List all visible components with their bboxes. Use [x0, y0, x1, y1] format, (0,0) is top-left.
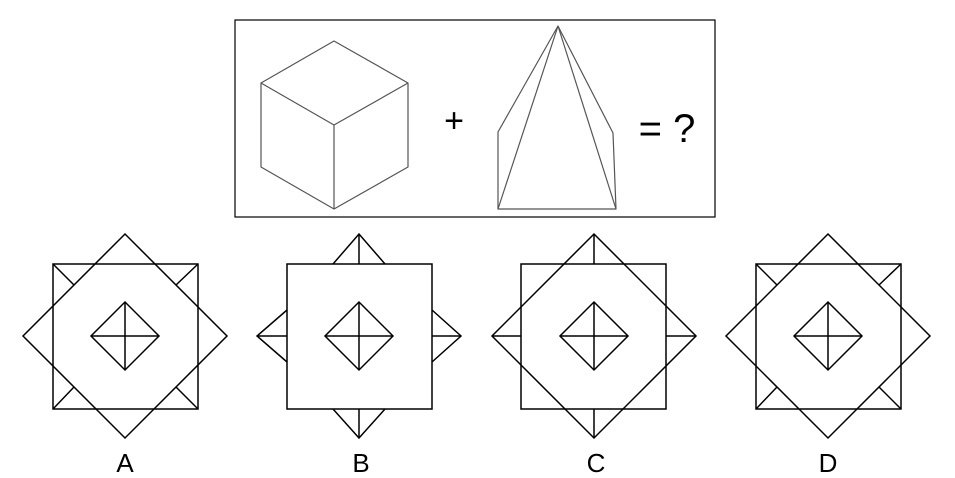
option-a-square — [52, 263, 199, 410]
option-c[interactable]: C — [490, 232, 698, 478]
pyramid-outline — [497, 25, 617, 210]
option-d-label: D — [819, 448, 838, 478]
option-d-diamond — [724, 232, 932, 440]
plus-sign: + — [444, 102, 464, 140]
question-frame — [234, 19, 716, 218]
option-b[interactable]: B — [255, 232, 463, 478]
question-panel: + = ? — [234, 19, 716, 218]
option-a-diamond — [21, 232, 229, 440]
option-c-label: C — [587, 448, 606, 478]
pyramid-edge-right — [557, 25, 617, 210]
option-d-figure — [724, 232, 932, 440]
option-a-label: A — [116, 448, 134, 478]
cube-edge-top-left — [260, 82, 335, 126]
option-a[interactable]: A — [21, 232, 229, 478]
equals-question: = ? — [639, 107, 696, 151]
pyramid-figure — [497, 25, 617, 210]
option-b-figure — [255, 232, 463, 440]
cube-edge-top-right — [333, 82, 409, 126]
option-d-square — [755, 263, 902, 410]
option-b-label: B — [352, 448, 369, 478]
option-a-figure — [21, 232, 229, 440]
cube-figure — [260, 40, 409, 210]
pyramid-edge-left — [497, 25, 559, 210]
option-d[interactable]: D — [724, 232, 932, 478]
option-c-figure — [490, 232, 698, 440]
